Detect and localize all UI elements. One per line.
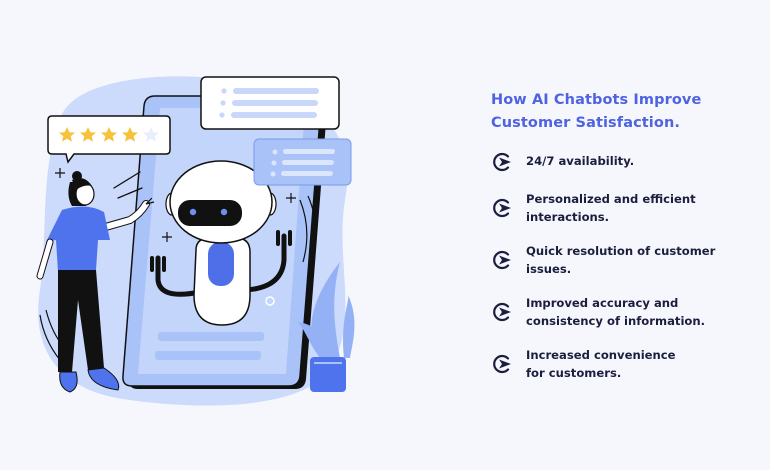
play-circle-icon bbox=[493, 198, 511, 218]
plant-pot bbox=[310, 357, 346, 392]
play-circle-icon bbox=[493, 302, 511, 322]
star-icon bbox=[59, 127, 75, 142]
rating-bubble bbox=[47, 115, 171, 164]
benefit-item: 24/7 availability. bbox=[491, 152, 751, 174]
benefit-text: 24/7 availability. bbox=[526, 154, 635, 168]
phone-line-1 bbox=[158, 332, 264, 341]
title-line-2: Customer Satisfaction. bbox=[491, 115, 680, 131]
play-circle-icon bbox=[493, 152, 511, 172]
robot-visor bbox=[178, 200, 242, 226]
title-line-1: How AI Chatbots Improve bbox=[491, 92, 702, 108]
chatbot-illustration bbox=[36, 76, 355, 406]
play-circle-icon bbox=[493, 354, 511, 374]
star-icon bbox=[80, 127, 96, 142]
phone-line-2 bbox=[155, 351, 261, 360]
star-icon bbox=[101, 127, 117, 142]
play-circle-icon bbox=[493, 250, 511, 270]
page-title: How AI Chatbots Improve Customer Satisfa… bbox=[491, 89, 751, 135]
rating-stars bbox=[59, 127, 159, 142]
star-empty-icon bbox=[143, 127, 159, 142]
plant bbox=[298, 262, 355, 358]
star-icon bbox=[122, 127, 138, 142]
benefits-panel: How AI Chatbots Improve Customer Satisfa… bbox=[491, 89, 751, 398]
person bbox=[36, 171, 155, 393]
